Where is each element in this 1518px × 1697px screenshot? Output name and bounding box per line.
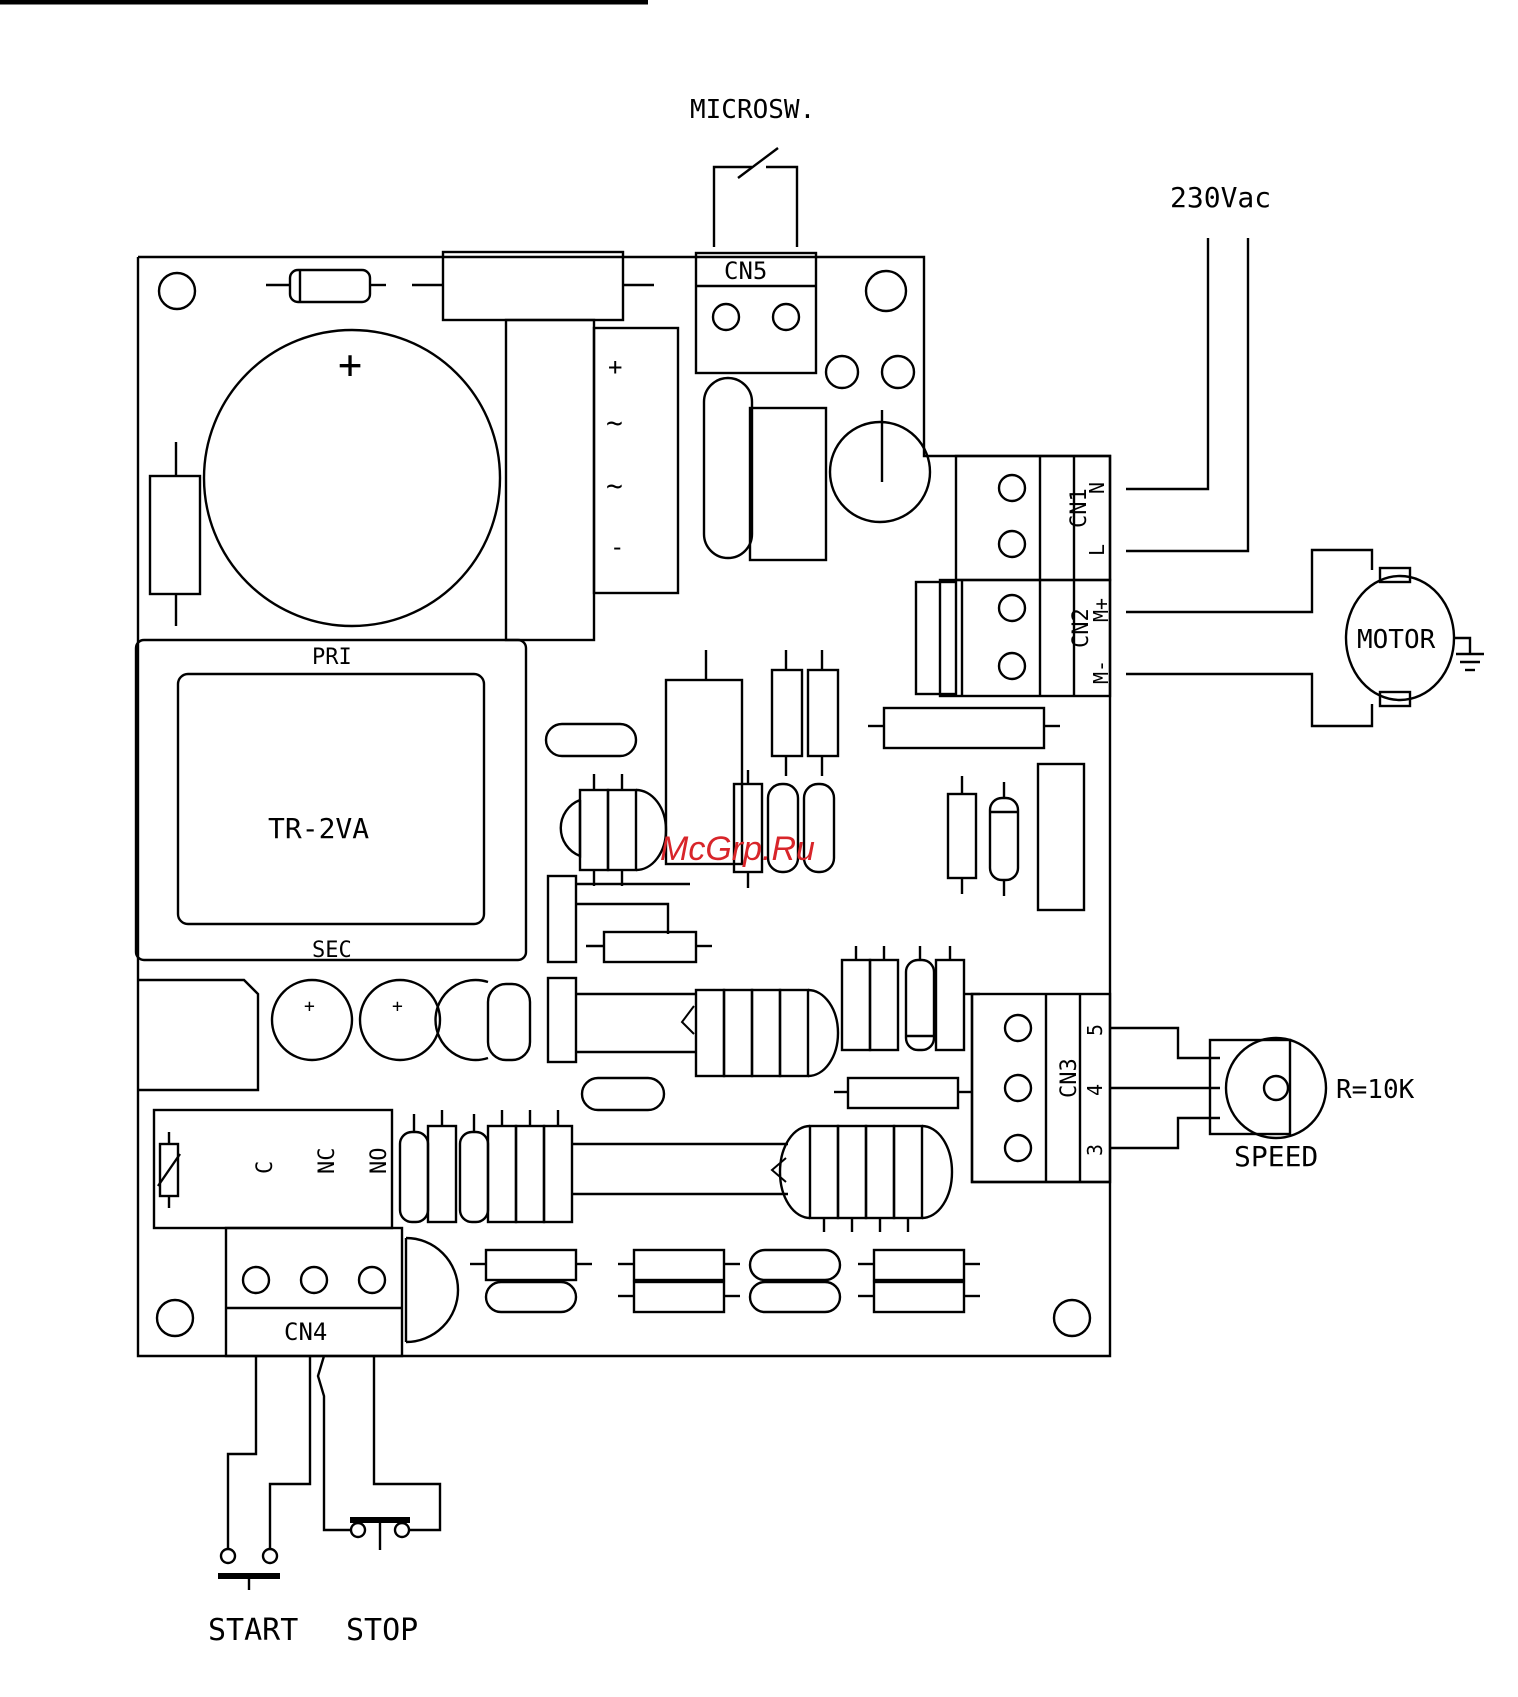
cn-mark: CN3 (1057, 1058, 1082, 1098)
small-pad (882, 356, 914, 388)
start-label: START (208, 1613, 298, 1648)
microsw-label: MICROSW. (690, 95, 815, 125)
relay-no: NO (367, 1148, 392, 1175)
bridge-rectifier: + ~ ~ - (594, 328, 678, 593)
top-power-resistor (412, 252, 654, 320)
capacitor-plus: + (338, 342, 362, 388)
watermark: McGrp.Ru (660, 830, 815, 868)
bridge-plus: + (608, 353, 622, 381)
resistor-bank-low (400, 1110, 952, 1232)
mounting-hole (159, 273, 195, 309)
cn-mark: CN4 (284, 1318, 327, 1346)
mounting-hole (866, 271, 906, 311)
relay-coil (750, 408, 826, 560)
terminal-mplus: M+ (1089, 598, 1113, 622)
terminal-4: 4 (1083, 1084, 1107, 1096)
mounting-hole (1054, 1300, 1090, 1336)
pcb-outline (138, 257, 1110, 1356)
left-resistor (150, 442, 200, 626)
mounting-hole (157, 1300, 193, 1336)
relay-nc: NC (315, 1148, 340, 1175)
bridge-ac1: ~ (606, 406, 623, 439)
pri-label: PRI (312, 645, 352, 670)
cap-plus: + (304, 996, 315, 1017)
vertical-diode-right (990, 782, 1018, 896)
transformer-label: TR-2VA (268, 812, 369, 845)
microswitch: MICROSW. (690, 95, 815, 247)
terminal-3: 3 (1083, 1144, 1107, 1156)
motor-terminal-block: CN2 M+ M- (916, 580, 1113, 696)
resistor-bank-mid (576, 946, 980, 1110)
vertical-resistor-right (948, 776, 976, 894)
pot-terminal-block: CN3 5 4 3 (972, 994, 1110, 1182)
vertical-resistor-pair (772, 650, 838, 776)
horizontal-resistor (868, 708, 1060, 748)
heatsink-block (506, 320, 594, 640)
transformer: PRI TR-2VA SEC (136, 640, 526, 963)
motor-label: MOTOR (1357, 625, 1436, 655)
small-capacitor (830, 410, 930, 522)
terminal-5: 5 (1083, 1024, 1107, 1036)
microswitch-terminal-block: CN5 (696, 253, 816, 373)
terminal-n: N (1085, 482, 1109, 494)
terminal-mminus: M- (1089, 660, 1113, 684)
top-diode (266, 270, 386, 302)
supply-label: 230Vac (1170, 181, 1271, 214)
oval-component (546, 724, 636, 756)
stop-label: STOP (346, 1613, 418, 1648)
bottom-row-components (406, 1238, 980, 1342)
motor: MOTOR (1126, 550, 1484, 726)
sec-label: SEC (312, 938, 352, 963)
small-pad (826, 356, 858, 388)
terminal-l: L (1085, 544, 1109, 556)
mains-terminal-block: CN1 N L (956, 456, 1110, 580)
bridge-ac2: ~ (606, 469, 623, 502)
main-capacitor: + (204, 330, 500, 626)
crystal-oval (704, 378, 752, 558)
cn-mark: CN5 (724, 257, 767, 285)
relay-c: C (253, 1161, 278, 1174)
tall-capacitor-right (1038, 764, 1084, 910)
lower-left-block: + + (138, 978, 576, 1090)
cap-plus: + (392, 996, 403, 1017)
relay-block: C NC NO (154, 1110, 392, 1228)
bridge-minus: - (610, 533, 624, 561)
start-stop-wiring: START STOP (208, 1356, 440, 1648)
supply-leads: 230Vac (1126, 181, 1271, 551)
speed-label: SPEED (1234, 1140, 1318, 1173)
control-terminal-block: CN4 (226, 1228, 402, 1356)
pot-value-label: R=10K (1336, 1075, 1415, 1105)
speed-potentiometer: R=10K SPEED (1110, 1028, 1415, 1173)
